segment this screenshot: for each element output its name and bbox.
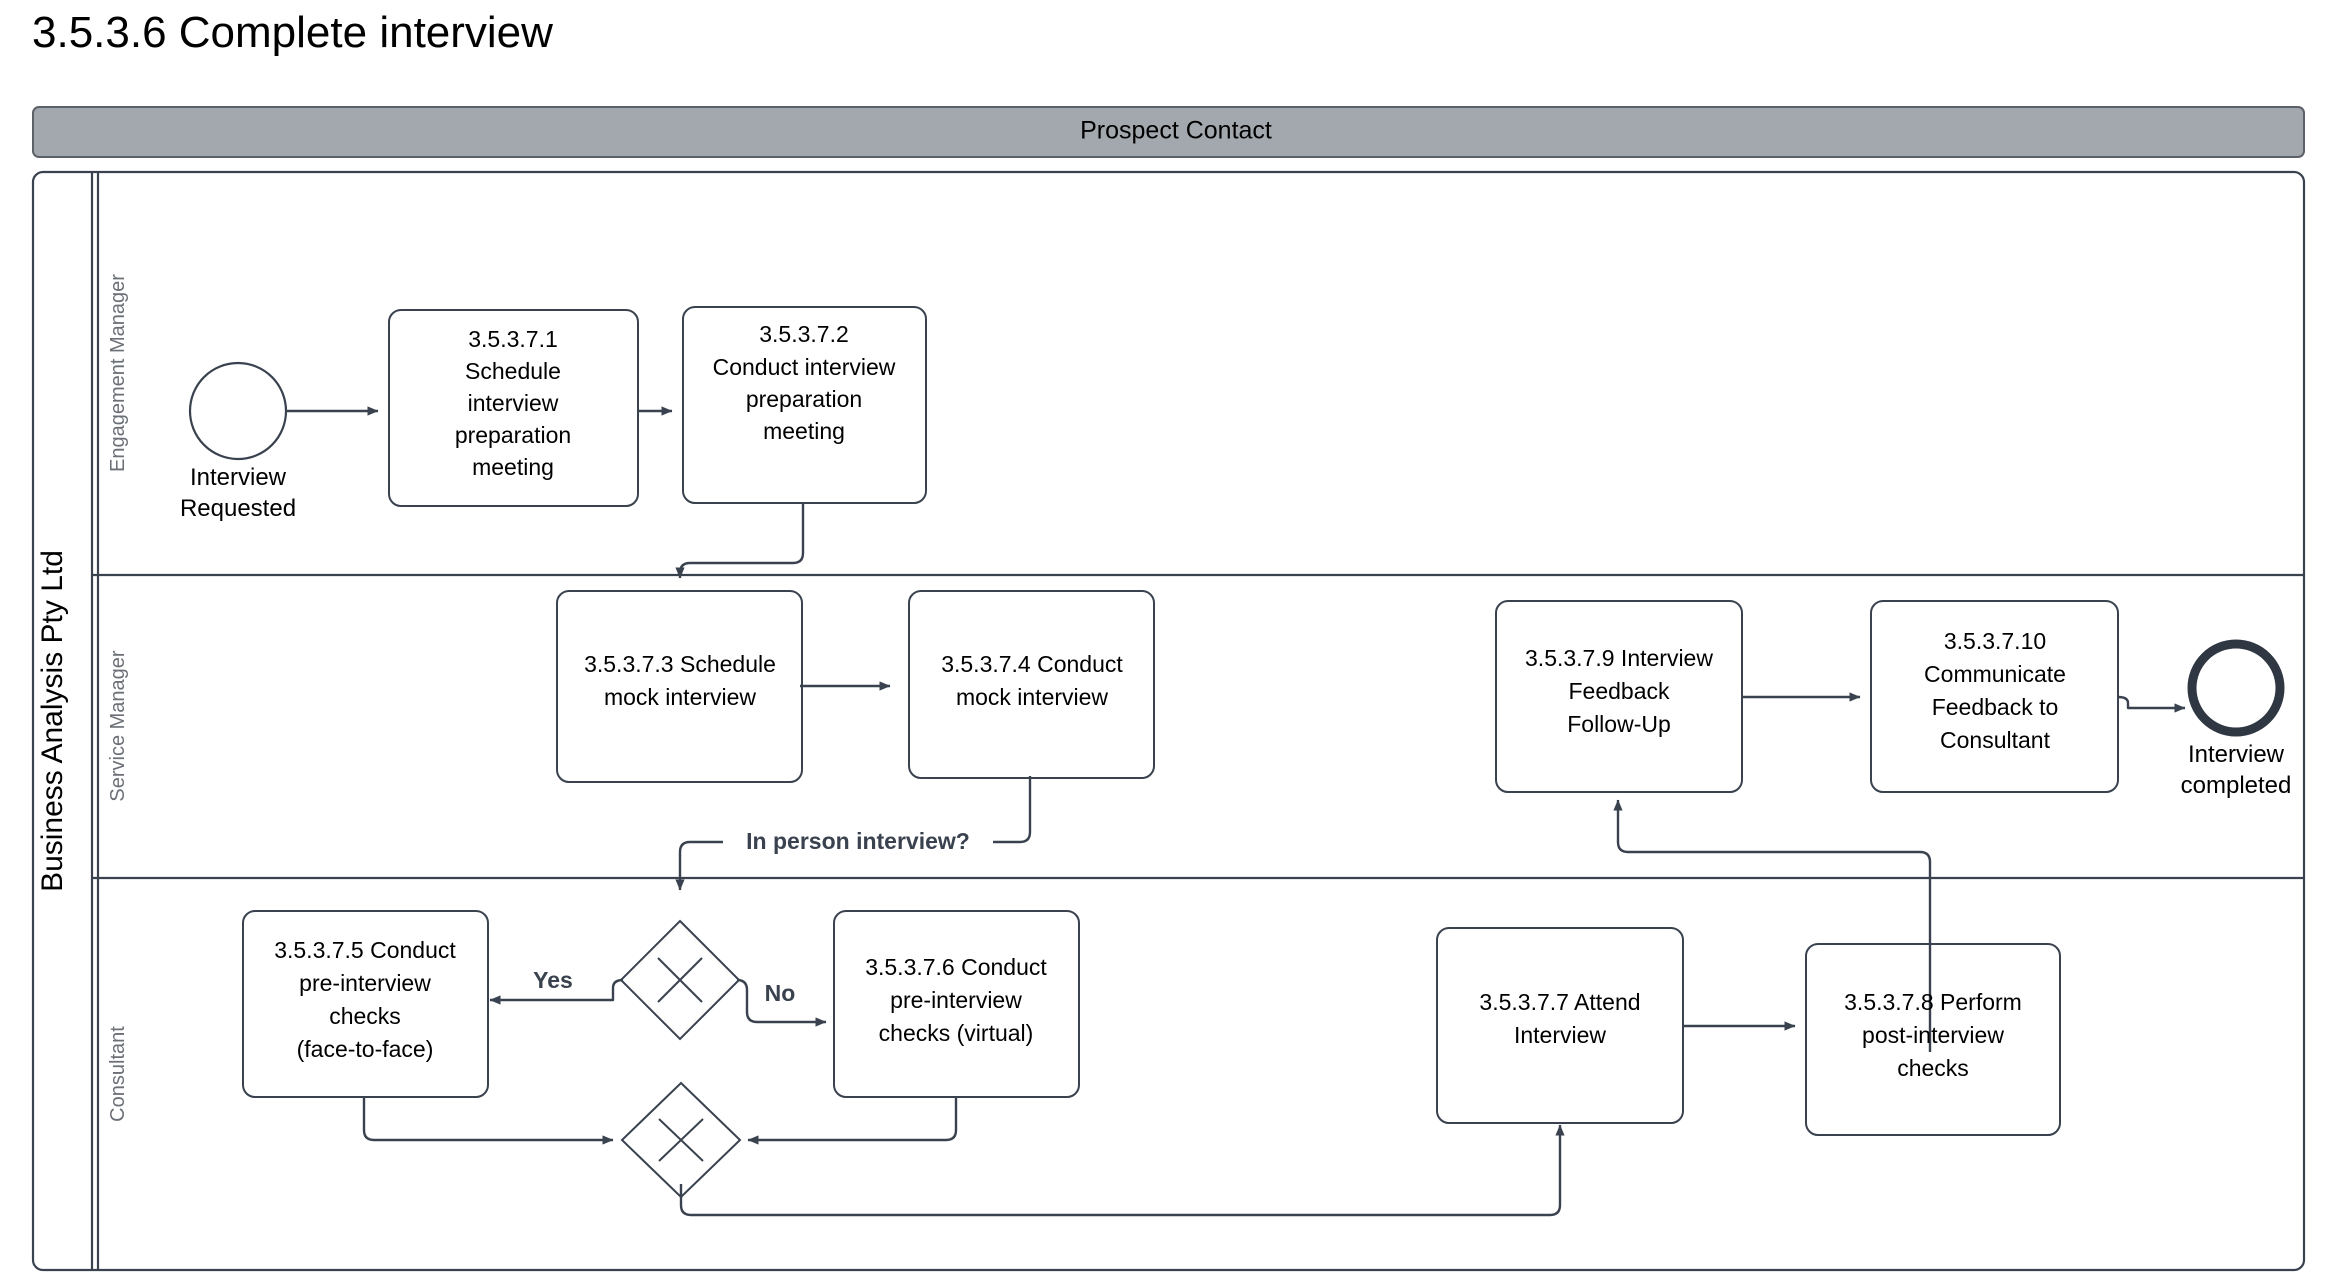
task-3-5-3-7-3-line-1: mock interview xyxy=(604,684,756,710)
pool-body-rect xyxy=(31,170,2306,1272)
task-3-5-3-7-1[interactable]: 3.5.3.7.1 Schedule interview preparation… xyxy=(388,309,639,507)
end-event-label-line2: completed xyxy=(2181,772,2292,799)
flow-task2-to-task3 xyxy=(675,502,805,579)
task-3-5-3-7-2-line-0: 3.5.3.7.2 xyxy=(759,321,849,347)
gateway-in-person-interview[interactable] xyxy=(619,919,741,1041)
task-3-5-3-7-4-box[interactable] xyxy=(908,590,1155,779)
pool-header-prospect-contact: Prospect Contact xyxy=(32,106,2305,158)
task-3-5-3-7-5-line-2: checks xyxy=(329,1003,401,1029)
flow-label-in-person-bg xyxy=(723,826,993,854)
task-3-5-3-7-2-box[interactable] xyxy=(682,306,927,504)
task-3-5-3-7-4-line-0: 3.5.3.7.4 Conduct xyxy=(941,651,1123,677)
task-3-5-3-7-9-box[interactable] xyxy=(1495,600,1743,793)
task-3-5-3-7-1-line-2: interview xyxy=(468,390,559,416)
task-3-5-3-7-9[interactable]: 3.5.3.7.9 Interview Feedback Follow-Up xyxy=(1495,600,1743,793)
gateway-merge-pre-interview[interactable] xyxy=(620,1081,742,1199)
flow-merge-to-task7 xyxy=(679,1124,1565,1217)
task-3-5-3-7-10-line-2: Feedback to xyxy=(1932,694,2059,720)
task-3-5-3-7-2-line-2: preparation xyxy=(746,386,862,412)
lane-label-service-manager: Service Manager xyxy=(107,650,129,802)
gateway-merge-x-stroke-2 xyxy=(658,1118,704,1162)
task-3-5-3-7-9-line-1: Feedback xyxy=(1568,678,1670,704)
flow-label-yes-bg xyxy=(521,964,591,994)
task-3-5-3-7-1-line-0: 3.5.3.7.1 xyxy=(468,326,558,352)
end-event-circle[interactable] xyxy=(2187,639,2285,737)
sequence-flows xyxy=(238,406,2186,1217)
flow-label-in-person: In person interview? xyxy=(746,828,970,854)
task-3-5-3-7-10-line-3: Consultant xyxy=(1940,727,2051,753)
flow-label-yes: Yes xyxy=(533,967,573,993)
task-3-5-3-7-1-line-1: Schedule xyxy=(465,358,561,384)
task-3-5-3-7-8[interactable]: 3.5.3.7.8 Perform post-interview checks xyxy=(1805,943,2061,1136)
task-3-5-3-7-6-box[interactable] xyxy=(833,910,1080,1098)
task-3-5-3-7-1-line-3: preparation xyxy=(455,422,571,448)
task-3-5-3-7-7-line-1: Interview xyxy=(1514,1022,1606,1048)
task-3-5-3-7-3[interactable]: 3.5.3.7.3 Schedule mock interview xyxy=(556,590,803,783)
lane-label-consultant: Consultant xyxy=(107,1026,129,1122)
start-event[interactable]: Interview Requested xyxy=(180,361,296,522)
task-3-5-3-7-2[interactable]: 3.5.3.7.2 Conduct interview preparation … xyxy=(682,306,927,504)
flow-label-no: No xyxy=(765,980,796,1006)
page-title: 3.5.3.6 Complete interview xyxy=(32,8,553,57)
task-3-5-3-7-10-box[interactable] xyxy=(1870,600,2119,793)
task-3-5-3-7-5-line-3: (face-to-face) xyxy=(297,1036,434,1062)
task-3-5-3-7-8-line-1: post-interview xyxy=(1862,1022,2004,1048)
gateway-merge-diamond[interactable] xyxy=(620,1081,742,1199)
task-3-5-3-7-3-box[interactable] xyxy=(556,590,803,783)
task-3-5-3-7-8-box[interactable] xyxy=(1805,943,2061,1136)
task-3-5-3-7-7-line-0: 3.5.3.7.7 Attend xyxy=(1479,989,1640,1015)
pool-business-analysis: Business Analysis Pty Ltd Engagement Man… xyxy=(31,170,2306,1272)
task-3-5-3-7-7-box[interactable] xyxy=(1436,927,1684,1124)
flow-labels: In person interview? Yes No xyxy=(521,826,993,1007)
start-event-label-line2: Requested xyxy=(180,495,296,522)
task-3-5-3-7-4-line-1: mock interview xyxy=(956,684,1108,710)
task-3-5-3-7-5-line-1: pre-interview xyxy=(299,970,431,996)
task-3-5-3-7-7[interactable]: 3.5.3.7.7 Attend Interview xyxy=(1436,927,1684,1124)
task-3-5-3-7-1-line-4: meeting xyxy=(472,454,554,480)
task-3-5-3-7-8-line-2: checks xyxy=(1897,1055,1969,1081)
start-event-circle[interactable] xyxy=(188,361,288,461)
task-3-5-3-7-9-line-0: 3.5.3.7.9 Interview xyxy=(1525,645,1713,671)
flow-label-no-bg xyxy=(752,977,810,1007)
task-3-5-3-7-9-line-2: Follow-Up xyxy=(1567,711,1671,737)
task-3-5-3-7-6-line-2: checks (virtual) xyxy=(879,1020,1034,1046)
end-event[interactable]: Interview completed xyxy=(2181,639,2292,799)
task-3-5-3-7-10-line-1: Communicate xyxy=(1924,661,2066,687)
gateway-in-person-x-stroke-2 xyxy=(657,957,703,1003)
task-3-5-3-7-5[interactable]: 3.5.3.7.5 Conduct pre-interview checks (… xyxy=(242,910,489,1098)
pool-header-label: Prospect Contact xyxy=(1080,117,1272,145)
task-3-5-3-7-5-box[interactable] xyxy=(242,910,489,1098)
end-event-label-line1: Interview xyxy=(2188,741,2285,768)
task-3-5-3-7-2-line-1: Conduct interview xyxy=(713,354,896,380)
flow-task6-to-merge xyxy=(747,1097,958,1145)
flow-task5-to-merge xyxy=(362,1097,614,1145)
flow-task10-to-end xyxy=(2117,695,2186,713)
task-3-5-3-7-4[interactable]: 3.5.3.7.4 Conduct mock interview xyxy=(908,590,1155,779)
task-3-5-3-7-6-line-0: 3.5.3.7.6 Conduct xyxy=(865,954,1047,980)
task-3-5-3-7-5-line-0: 3.5.3.7.5 Conduct xyxy=(274,937,456,963)
flow-task8-to-task9 xyxy=(1613,799,1932,1052)
pool-title-label: Business Analysis Pty Ltd xyxy=(36,550,69,892)
pool-header-rect xyxy=(32,106,2305,158)
task-3-5-3-7-6[interactable]: 3.5.3.7.6 Conduct pre-interview checks (… xyxy=(833,910,1080,1098)
task-3-5-3-7-1-box[interactable] xyxy=(388,309,639,507)
task-3-5-3-7-3-line-0: 3.5.3.7.3 Schedule xyxy=(584,651,776,677)
lane-label-engagement-manager: Engagement Manager xyxy=(107,274,129,472)
gateway-in-person-diamond[interactable] xyxy=(619,919,741,1041)
flow-gateway-no-to-task6 xyxy=(736,978,827,1027)
task-3-5-3-7-10[interactable]: 3.5.3.7.10 Communicate Feedback to Consu… xyxy=(1870,600,2119,793)
task-3-5-3-7-2-line-3: meeting xyxy=(763,418,845,444)
task-3-5-3-7-10-line-0: 3.5.3.7.10 xyxy=(1944,628,2046,654)
start-event-label-line1: Interview xyxy=(190,464,287,491)
task-3-5-3-7-6-line-1: pre-interview xyxy=(890,987,1022,1013)
task-3-5-3-7-8-line-0: 3.5.3.7.8 Perform xyxy=(1844,989,2022,1015)
